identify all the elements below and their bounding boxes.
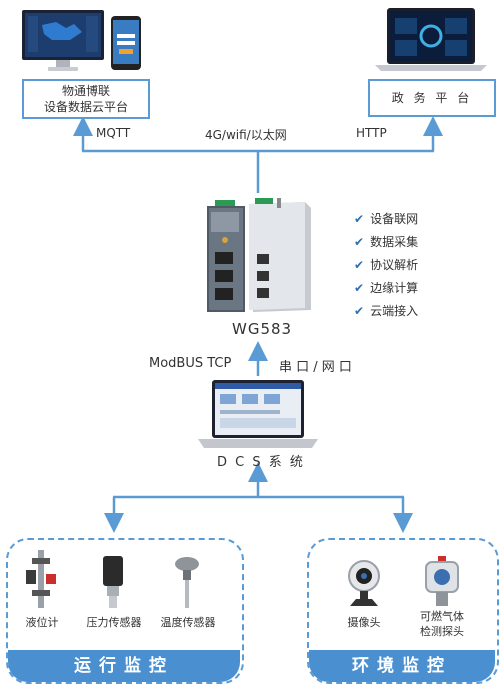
government-platform-box: 政 务 平 台 (368, 79, 496, 117)
iot-platform-line1: 物通博联 (61, 84, 110, 98)
phone-image (111, 16, 141, 70)
iot-cloud-platform-box: 物通博联 设备数据云平台 (22, 79, 150, 119)
protocol-network: 4G/wifi/以太网 (205, 128, 287, 142)
device-camera: 摄像头 (347, 616, 381, 629)
check-icon: ✔ (354, 258, 365, 272)
check-icon: ✔ (354, 281, 365, 295)
device-level-gauge: 液位计 (25, 616, 59, 629)
level-gauge-icon (24, 550, 58, 608)
dcs-laptop-image (198, 380, 318, 450)
environment-monitoring-banner: 环境监控 (309, 650, 495, 682)
device-pressure-sensor: 压力传感器 (86, 616, 142, 629)
check-icon: ✔ (354, 212, 365, 226)
device-detection-probe: 检测探头 (420, 625, 464, 638)
link-serial-ethernet: 串 口 / 网 口 (279, 360, 352, 375)
laptop-image (375, 8, 487, 72)
device-combustible-gas: 可燃气体 (420, 610, 464, 623)
dcs-system-label: D C S 系 统 (217, 455, 305, 470)
camera-icon (346, 558, 382, 608)
gateway-model-label: WG583 (232, 320, 293, 338)
pressure-sensor-icon (99, 556, 127, 608)
government-platform-label: 政 务 平 台 (391, 91, 473, 105)
protocol-http: HTTP (356, 126, 387, 140)
operation-monitoring-banner: 运行监控 (8, 650, 240, 682)
feature-edge-computing: ✔边缘计算 (354, 281, 419, 295)
temperature-sensor-icon (172, 556, 202, 608)
check-icon: ✔ (354, 304, 365, 318)
gas-detector-icon (422, 556, 462, 608)
gateway-device-image (203, 196, 315, 316)
device-temperature-sensor: 温度传感器 (160, 616, 216, 629)
check-icon: ✔ (354, 235, 365, 249)
link-modbus-tcp: ModBUS TCP (149, 356, 232, 371)
feature-data-collection: ✔数据采集 (354, 235, 419, 249)
feature-device-networking: ✔设备联网 (354, 212, 419, 226)
protocol-mqtt: MQTT (96, 126, 131, 140)
feature-protocol-parsing: ✔协议解析 (354, 258, 419, 272)
iot-platform-line2: 设备数据云平台 (43, 100, 128, 114)
feature-cloud-access: ✔云端接入 (354, 304, 419, 318)
monitor-image (22, 10, 104, 72)
